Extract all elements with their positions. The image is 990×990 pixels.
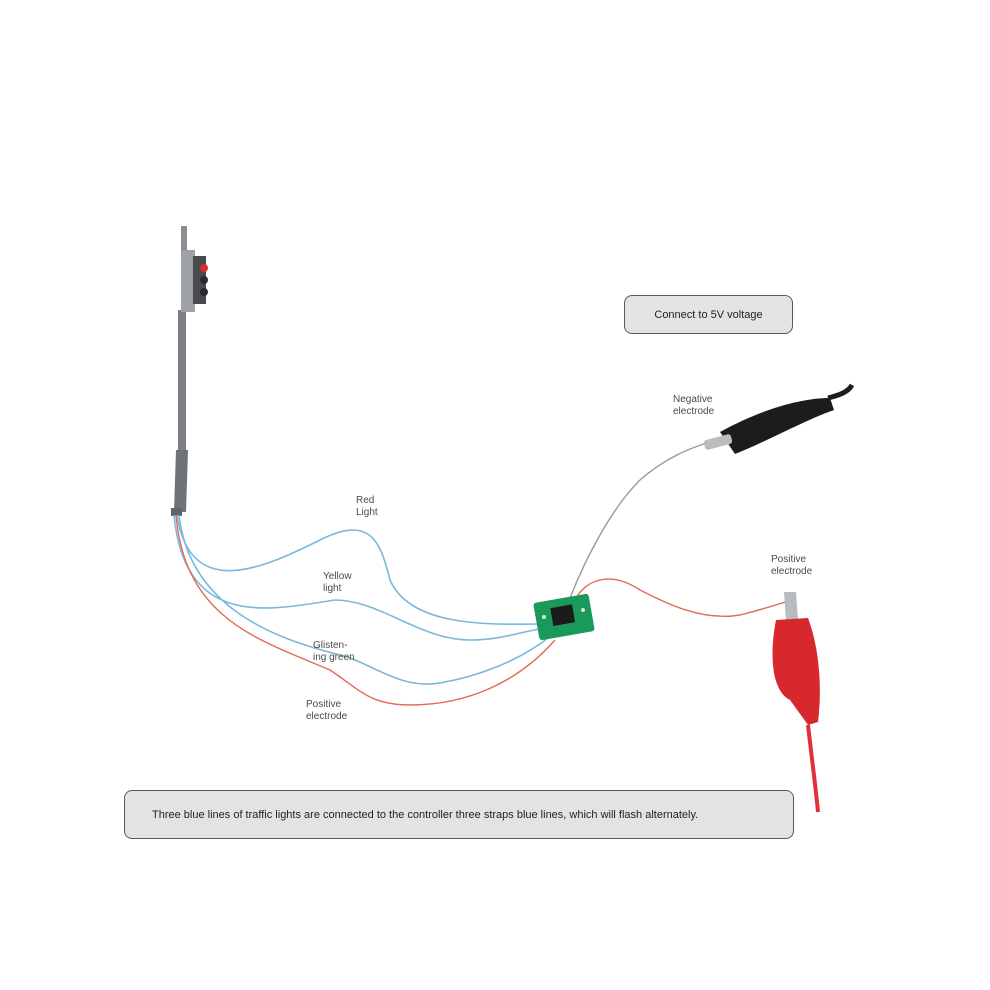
blue-wires (173, 514, 549, 685)
description-callout: Three blue lines of traffic lights are c… (124, 790, 794, 839)
controller-chip (550, 604, 576, 626)
red-lamp-icon (200, 264, 208, 272)
controller-board (533, 593, 595, 641)
blue-wire-red (176, 514, 541, 626)
blue-wire-yellow (173, 514, 546, 641)
negative-clip (703, 383, 855, 454)
voltage-callout-text: Connect to 5V voltage (654, 308, 763, 321)
red-wires (175, 514, 787, 706)
traffic-light-pole (171, 226, 188, 516)
voltage-callout: Connect to 5V voltage (624, 295, 793, 334)
red-wire-left (175, 514, 556, 706)
red-wire-right (574, 578, 787, 617)
green-light-label: Glisten-ing green (313, 640, 355, 663)
grey-wire (569, 441, 711, 599)
description-callout-text: Three blue lines of traffic lights are c… (152, 808, 699, 821)
negative-clip-tip-icon (703, 434, 733, 450)
blue-wire-green (178, 514, 549, 685)
positive-clip (772, 592, 820, 813)
positive-clip-tip-icon (784, 592, 798, 622)
traffic-light-head (181, 250, 208, 312)
green-lamp-icon (200, 288, 208, 296)
yellow-lamp-icon (200, 276, 208, 284)
